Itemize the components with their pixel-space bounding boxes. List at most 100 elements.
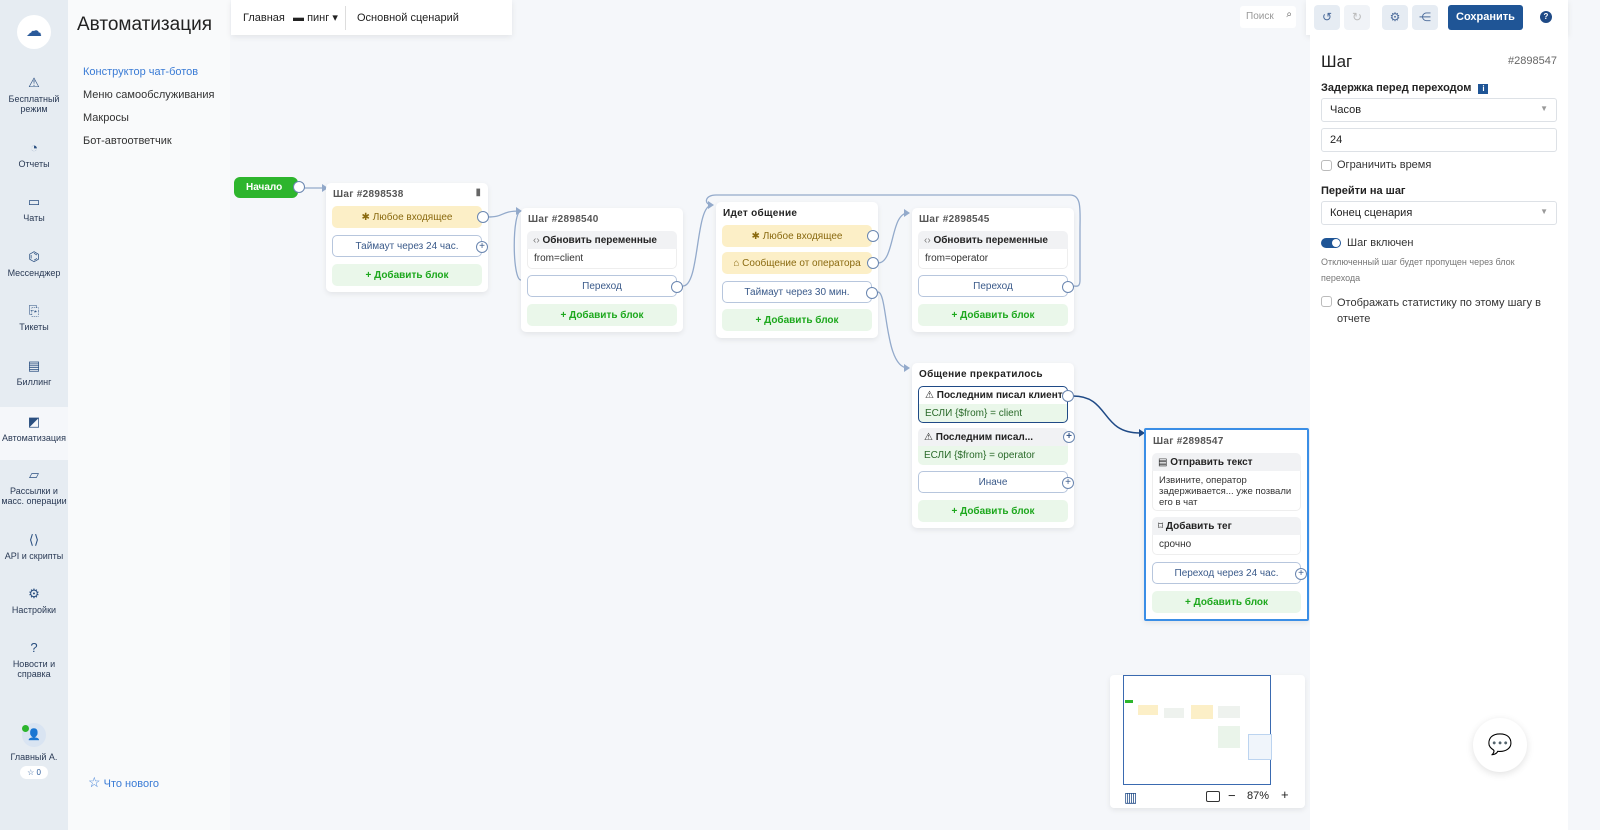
wire <box>487 210 521 218</box>
add-connection-icon[interactable]: + <box>1295 568 1307 580</box>
transition-block[interactable]: Переход <box>527 275 683 297</box>
help-button[interactable]: ? <box>1540 11 1552 23</box>
add-block-button[interactable]: + Добавить блок <box>332 264 482 286</box>
menu-item-self-service[interactable]: Меню самообслуживания <box>83 89 215 101</box>
redo-button[interactable]: ↻ <box>1344 5 1370 30</box>
timeout-block[interactable]: Таймаут через 30 мин. <box>722 281 878 303</box>
minimap-viewport[interactable] <box>1123 675 1272 785</box>
undo-button[interactable]: ↺ <box>1314 5 1340 30</box>
step-title: Шаг #2898538 <box>333 189 404 200</box>
add-block-button[interactable]: + Добавить блок <box>918 500 1068 522</box>
add-block-button[interactable]: + Добавить блок <box>527 304 677 326</box>
info-icon[interactable]: i <box>1478 84 1489 94</box>
map-icon[interactable]: ▥ <box>1124 789 1138 805</box>
output-port[interactable] <box>867 230 879 242</box>
update-vars-header[interactable]: ‹› Обновить переменные <box>918 231 1068 249</box>
sidebar-item-code[interactable]: ⟨⟩API и скрипты <box>0 533 68 583</box>
zoom-out-button[interactable]: − <box>1228 788 1236 803</box>
condition-client-header[interactable]: ⚠ Последним писал клиент <box>918 386 1074 404</box>
step-node-2898538[interactable]: Шаг #2898538 ▮ ✱ Любое входящее Таймаут … <box>326 183 489 292</box>
step-enabled-toggle[interactable] <box>1321 238 1341 248</box>
fit-screen-icon[interactable] <box>1206 791 1220 802</box>
sidebar-item-warning[interactable]: ⚠Бесплатный режим <box>0 75 68 126</box>
goto-step-select[interactable]: Конец сценария▼ <box>1321 201 1557 225</box>
step-enabled-hint: Отключенный шаг будет пропущен через бло… <box>1321 257 1515 283</box>
trigger-any-incoming[interactable]: ✱ Любое входящее <box>332 206 489 228</box>
add-tag-header[interactable]: ⌑ Добавить тег <box>1152 517 1301 535</box>
chevron-down-icon: ▼ <box>1540 207 1548 216</box>
step-node-chatting[interactable]: Идет общение ✱ Любое входящее ⌂ Сообщени… <box>716 202 879 338</box>
share-button[interactable]: ⋲ <box>1412 5 1438 30</box>
update-vars-header[interactable]: ‹› Обновить переменные <box>527 231 677 249</box>
sidebar-item-messenger[interactable]: ⌬Мессенджер <box>0 250 68 300</box>
minimap-node <box>1191 705 1213 719</box>
sidebar-item-chat[interactable]: ▭Чаты <box>0 194 68 245</box>
add-block-button[interactable]: + Добавить блок <box>918 304 1068 326</box>
output-port[interactable] <box>867 257 879 269</box>
search-box[interactable]: Поиск⌕ <box>1240 6 1296 28</box>
step-node-2898540[interactable]: Шаг #2898540 ‹› Обновить переменные from… <box>521 208 683 332</box>
trigger-any-incoming[interactable]: ✱ Любое входящее <box>722 225 879 247</box>
delay-unit-select[interactable]: Часов▼ <box>1321 98 1557 122</box>
stars-badge[interactable]: ☆ 0 <box>20 766 48 779</box>
send-text-header[interactable]: ▤ Отправить текст <box>1152 453 1301 471</box>
sidebar-item-billing[interactable]: ▤Биллинг <box>0 359 68 409</box>
menu-item-autoresponder[interactable]: Бот-автоответчик <box>83 135 172 147</box>
wire <box>682 204 713 287</box>
transition-block[interactable]: Переход <box>918 275 1074 297</box>
output-port[interactable] <box>671 281 683 293</box>
trigger-operator-message[interactable]: ⌂ Сообщение от оператора <box>722 252 879 274</box>
sidebar-item-gear[interactable]: ⚙Настройки <box>0 587 68 637</box>
condition-operator-header[interactable]: ⚠ Последним писал...+ <box>918 428 1075 446</box>
sidebar-item-automation[interactable]: ◩Автоматизация <box>0 407 68 460</box>
add-connection-icon[interactable]: + <box>1062 477 1074 489</box>
breadcrumb-home[interactable]: Главная <box>243 12 285 24</box>
wire-selected <box>1072 395 1141 434</box>
transition-label: Переход через 24 час. <box>1174 567 1279 579</box>
transition-label: Переход <box>582 280 622 292</box>
output-port[interactable] <box>293 181 305 193</box>
minimap[interactable]: ▥ − 87% + <box>1110 675 1305 808</box>
save-button[interactable]: Сохранить <box>1448 5 1523 30</box>
bookmark-icon[interactable]: ▮ <box>475 187 481 198</box>
condition-icon: ⚠ <box>925 390 937 401</box>
start-node[interactable]: Начало <box>234 177 305 198</box>
menu-item-macros[interactable]: Макросы <box>83 112 129 124</box>
pie-chart-icon: ◔ <box>30 140 38 155</box>
sidebar-item-pie-chart[interactable]: ◔ Отчеты <box>0 140 68 191</box>
show-stats-checkbox[interactable] <box>1321 296 1332 307</box>
step-node-2898547-selected[interactable]: Шаг #2898547 ▤ Отправить текст Извините,… <box>1144 428 1309 621</box>
add-block-button[interactable]: + Добавить блок <box>722 309 872 331</box>
settings-button[interactable]: ⚙ <box>1382 5 1408 30</box>
sidebar-item-mailing[interactable]: ▱Рассылки и масс. операции <box>0 468 68 518</box>
chat-icon: ▭ <box>27 194 41 209</box>
sidebar-item-ticket[interactable]: ⎘Тикеты <box>0 304 68 354</box>
warning-icon: ⚠ <box>28 75 40 90</box>
add-connection-icon[interactable]: + <box>476 241 488 253</box>
menu-item-chatbot-builder[interactable]: Конструктор чат-ботов <box>83 66 199 78</box>
zoom-in-button[interactable]: + <box>1281 787 1289 802</box>
sidebar-item-help[interactable]: ?Новости и справка <box>0 641 68 691</box>
breadcrumb-folder[interactable]: ▬ пинг ▾ <box>293 12 338 24</box>
output-port[interactable] <box>1062 281 1074 293</box>
add-connection-icon[interactable]: + <box>1063 431 1075 443</box>
output-port[interactable] <box>1062 390 1074 402</box>
minimap-node <box>1218 706 1240 718</box>
add-block-button[interactable]: + Добавить блок <box>1152 591 1301 613</box>
step-title: Шаг #2898547 <box>1153 436 1224 447</box>
output-port[interactable] <box>866 287 878 299</box>
step-node-2898545[interactable]: Шаг #2898545 ‹› Обновить переменные from… <box>912 208 1074 332</box>
timeout-block[interactable]: Таймаут через 24 час.+ <box>332 235 488 257</box>
output-port[interactable] <box>477 211 489 223</box>
else-block[interactable]: Иначе+ <box>918 471 1074 493</box>
right-panel <box>1310 35 1568 830</box>
logo-icon[interactable]: ☁ <box>17 15 51 49</box>
sidebar-item-label: Отчеты <box>18 159 50 169</box>
step-node-chat-ended[interactable]: Общение прекратилось ⚠ Последним писал к… <box>912 363 1075 528</box>
transition-block[interactable]: Переход через 24 час. + <box>1152 562 1307 584</box>
delay-amount-input[interactable]: 24 <box>1321 128 1557 152</box>
whats-new-link[interactable]: ☆ Что нового <box>88 774 159 791</box>
support-chat-button[interactable]: 💬 <box>1473 718 1527 772</box>
breadcrumb-scenario: Основной сценарий <box>357 12 459 24</box>
limit-time-checkbox[interactable] <box>1321 160 1332 171</box>
